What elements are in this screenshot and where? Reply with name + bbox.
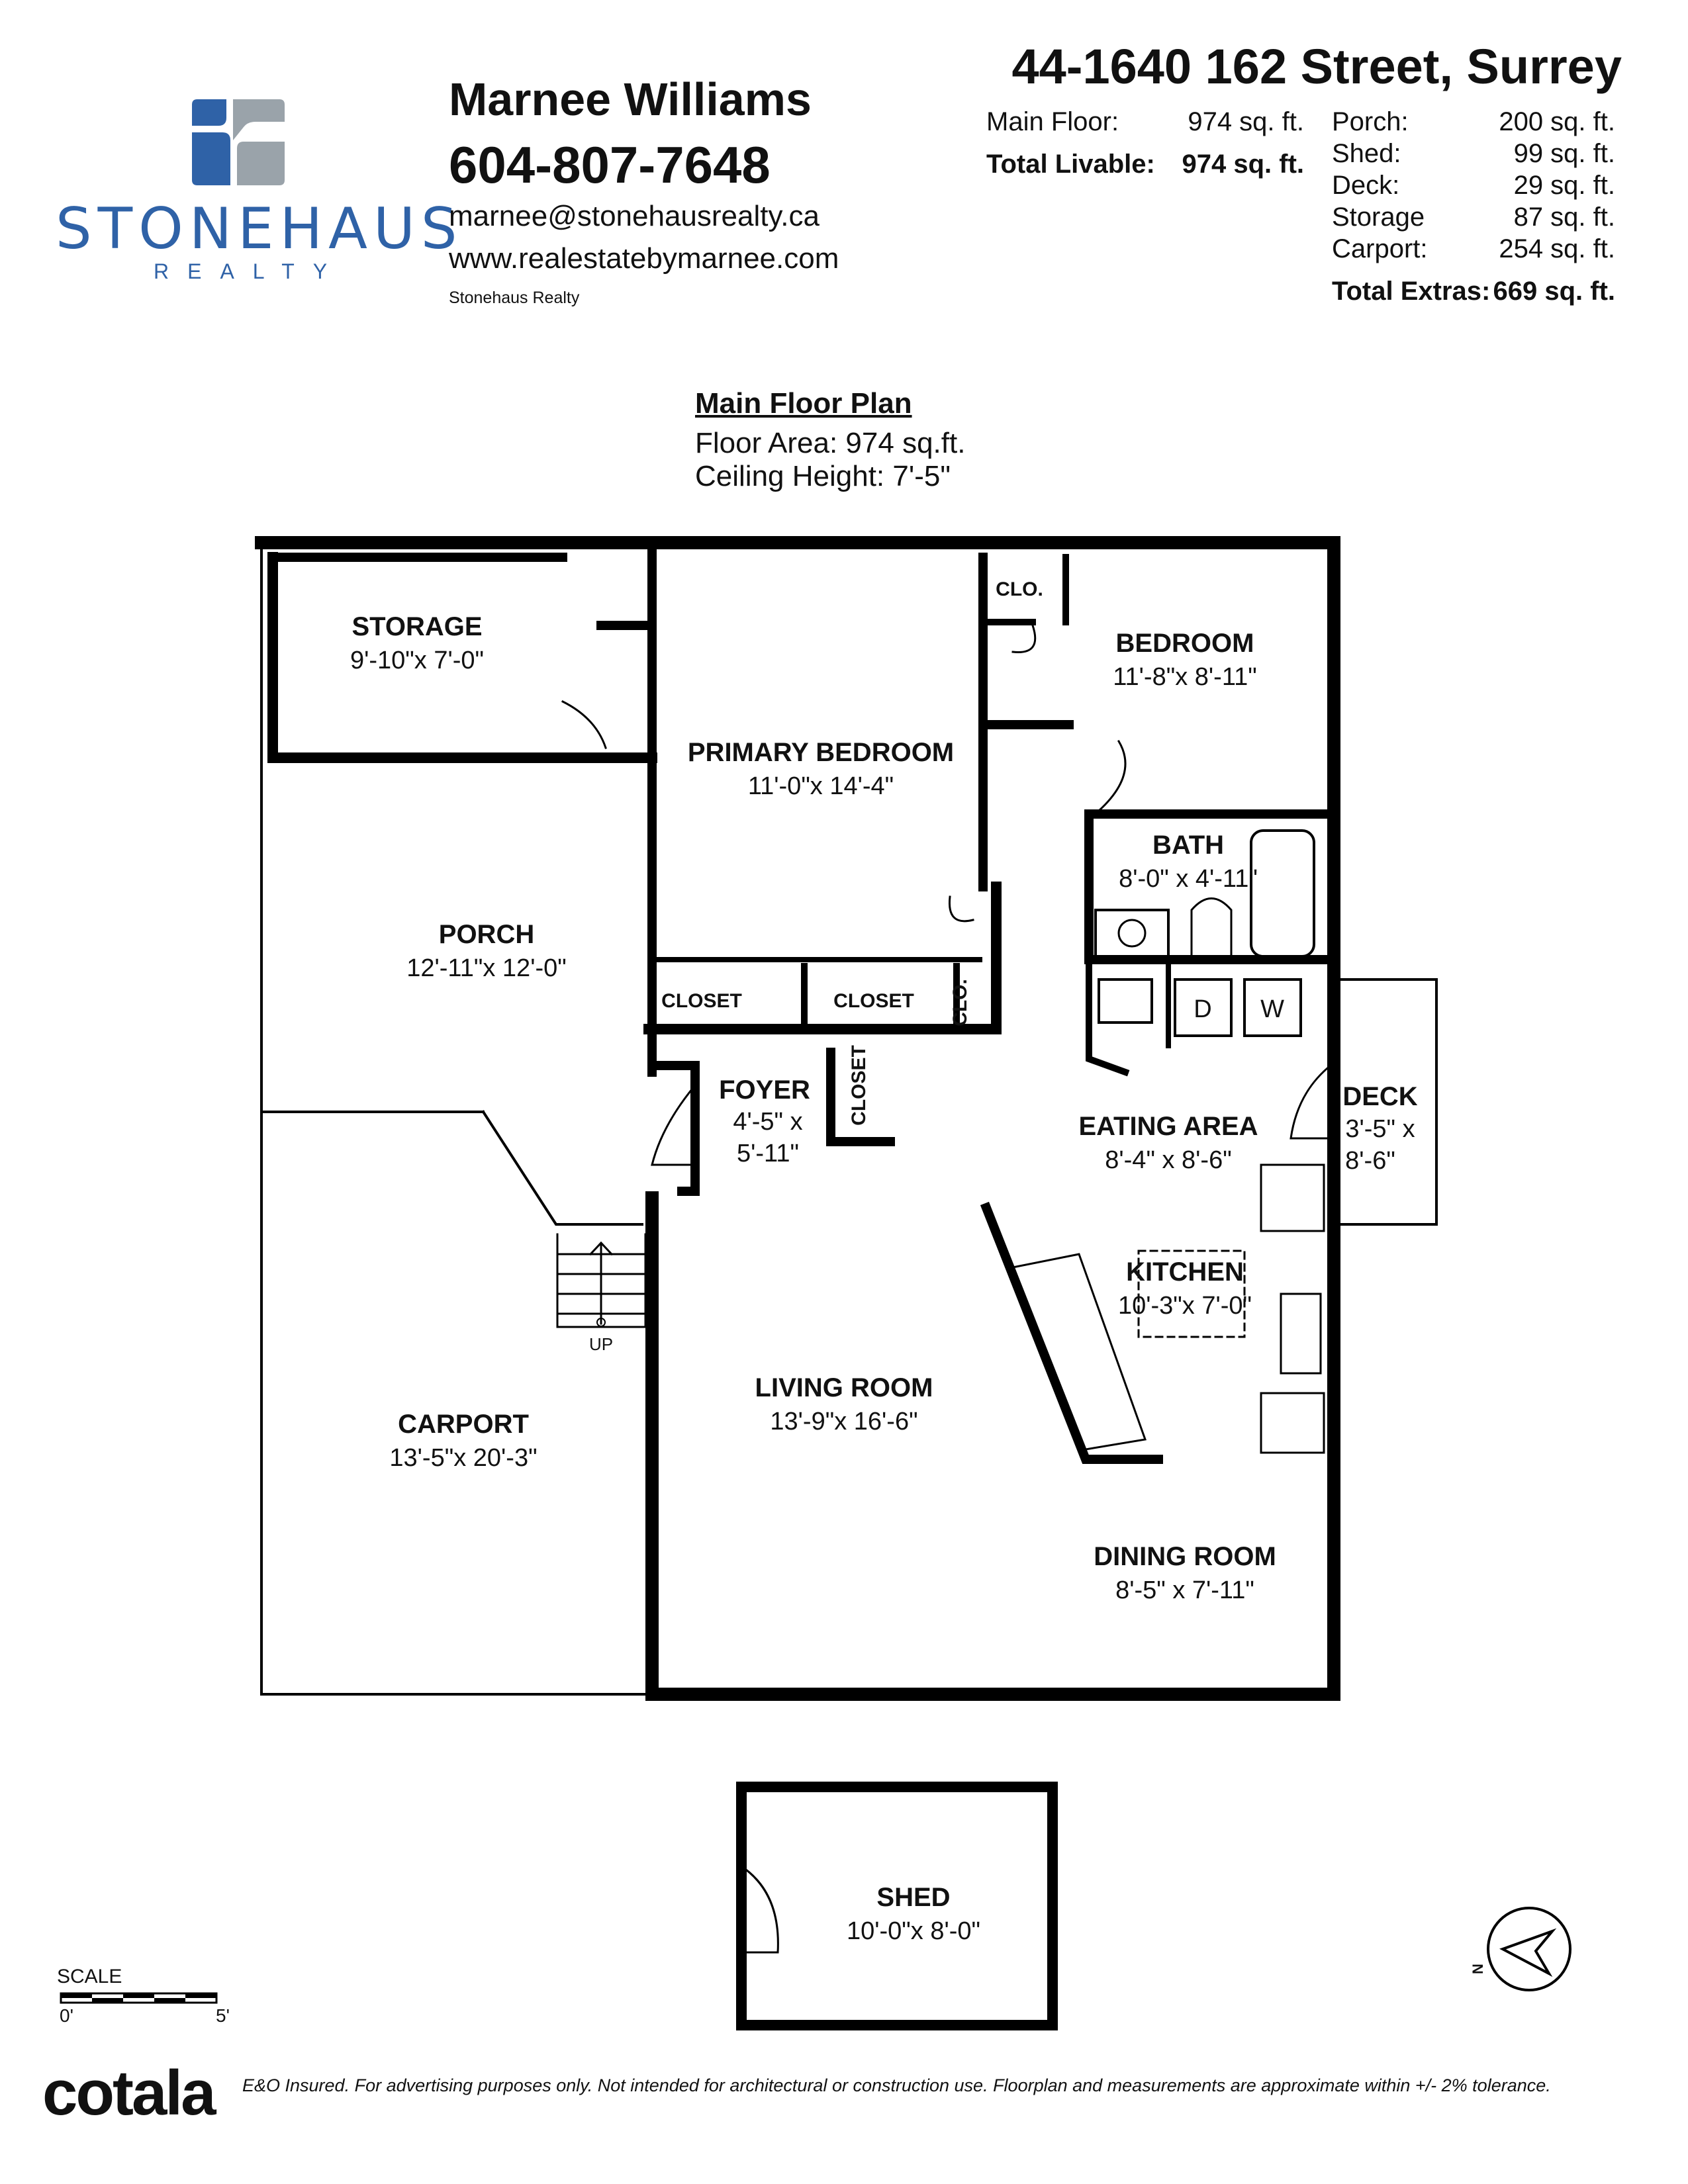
kitchen-dim: 10'-3"x 7'-0" (1118, 1292, 1252, 1320)
agent-email[interactable]: marnee@stonehausrealty.ca (449, 200, 820, 232)
dining-room-dim: 8'-5" x 7'-11" (1115, 1576, 1254, 1604)
total-extras-label: Total Extras: (1332, 277, 1491, 306)
bath-label: BATH (1152, 831, 1224, 860)
foyer-label: FOYER (719, 1075, 810, 1105)
plan-ceiling-height: Ceiling Height: 7'-5" (695, 460, 951, 492)
cotala-logo: cotala (42, 2058, 216, 2128)
bedroom-dim: 11'-8"x 8'-11" (1113, 663, 1257, 691)
shed-area-label: Shed: (1332, 139, 1401, 168)
brand-subtitle: REALTY (154, 259, 346, 283)
disclaimer-text: E&O Insured. For advertising purposes on… (242, 2075, 1551, 2095)
closet-1-label: CLOSET (661, 990, 742, 1012)
living-room-label: LIVING ROOM (755, 1373, 933, 1402)
porch-label: PORCH (439, 920, 534, 949)
brand-name: STONEHAUS (56, 196, 463, 262)
porch-area-value: 200 sq. ft. (1499, 107, 1615, 136)
primary-bedroom-dim: 11'-0"x 14'-4" (748, 772, 894, 800)
scale-label: SCALE (57, 1966, 122, 1987)
bedroom-label: BEDROOM (1116, 629, 1254, 658)
total-livable-label: Total Livable: (986, 150, 1155, 179)
plan-floor-area: Floor Area: 974 sq.ft. (695, 427, 966, 459)
compass-north-label: N (1470, 1964, 1486, 1974)
primary-bedroom-label: PRIMARY BEDROOM (688, 738, 954, 767)
stairs-up-label: UP (589, 1334, 613, 1354)
dryer-label: D (1194, 995, 1211, 1023)
scale-end-label: 5' (216, 2005, 230, 2026)
storage-area-label: Storage (1332, 203, 1425, 232)
living-room-dim: 13'-9"x 16'-6" (770, 1408, 917, 1435)
foyer-dim-1: 4'-5" x (733, 1108, 802, 1136)
property-address: 44-1640 162 Street, Surrey (1011, 39, 1622, 94)
total-extras-value: 669 sq. ft. (1493, 277, 1615, 306)
shed-area-value: 99 sq. ft. (1513, 139, 1615, 168)
kitchen-label: KITCHEN (1126, 1257, 1244, 1287)
deck-dim-1: 3'-5" x (1345, 1115, 1415, 1143)
main-floor-value: 974 sq. ft. (1188, 107, 1304, 136)
clo-top-label: CLO. (996, 578, 1043, 600)
closet-foyer-label: CLOSET (848, 1045, 870, 1126)
carport-area-value: 254 sq. ft. (1499, 234, 1615, 263)
bath-dim: 8'-0" x 4'-11" (1119, 865, 1258, 893)
scale-bar (60, 1992, 218, 2004)
agent-website[interactable]: www.realestatebymarnee.com (449, 242, 839, 275)
plan-title: Main Floor Plan (695, 387, 912, 420)
deck-area-value: 29 sq. ft. (1513, 171, 1615, 200)
agent-phone[interactable]: 604-807-7648 (449, 136, 771, 194)
agent-name: Marnee Williams (449, 73, 812, 125)
carport-dim: 13'-5"x 20'-3" (389, 1444, 537, 1472)
total-livable-value: 974 sq. ft. (1182, 150, 1304, 179)
porch-dim: 12'-11"x 12'-0" (406, 954, 566, 982)
deck-label: DECK (1342, 1082, 1417, 1111)
agent-brokerage: Stonehaus Realty (449, 289, 580, 307)
carport-label: CARPORT (398, 1410, 529, 1439)
foyer-dim-2: 5'-11" (737, 1140, 799, 1167)
dining-room-label: DINING ROOM (1094, 1542, 1276, 1571)
main-floor-label: Main Floor: (986, 107, 1119, 136)
storage-dim: 9'-10"x 7'-0" (350, 647, 484, 674)
deck-dim-2: 8'-6" (1345, 1147, 1395, 1175)
storage-area-value: 87 sq. ft. (1513, 203, 1615, 232)
carport-area-label: Carport: (1332, 234, 1428, 263)
shed-dim: 10'-0"x 8'-0" (847, 1917, 980, 1945)
stonehaus-logo-icon (192, 99, 285, 185)
scale-start-label: 0' (60, 2005, 73, 2026)
clo-mid-label: CLO. (949, 979, 971, 1026)
shed-label: SHED (876, 1883, 950, 1912)
eating-area-label: EATING AREA (1078, 1112, 1258, 1141)
closet-2-label: CLOSET (833, 990, 914, 1012)
eating-area-dim: 8'-4" x 8'-6" (1105, 1146, 1231, 1174)
washer-label: W (1260, 995, 1284, 1023)
storage-label: STORAGE (352, 612, 482, 641)
deck-area-label: Deck: (1332, 171, 1400, 200)
porch-area-label: Porch: (1332, 107, 1409, 136)
